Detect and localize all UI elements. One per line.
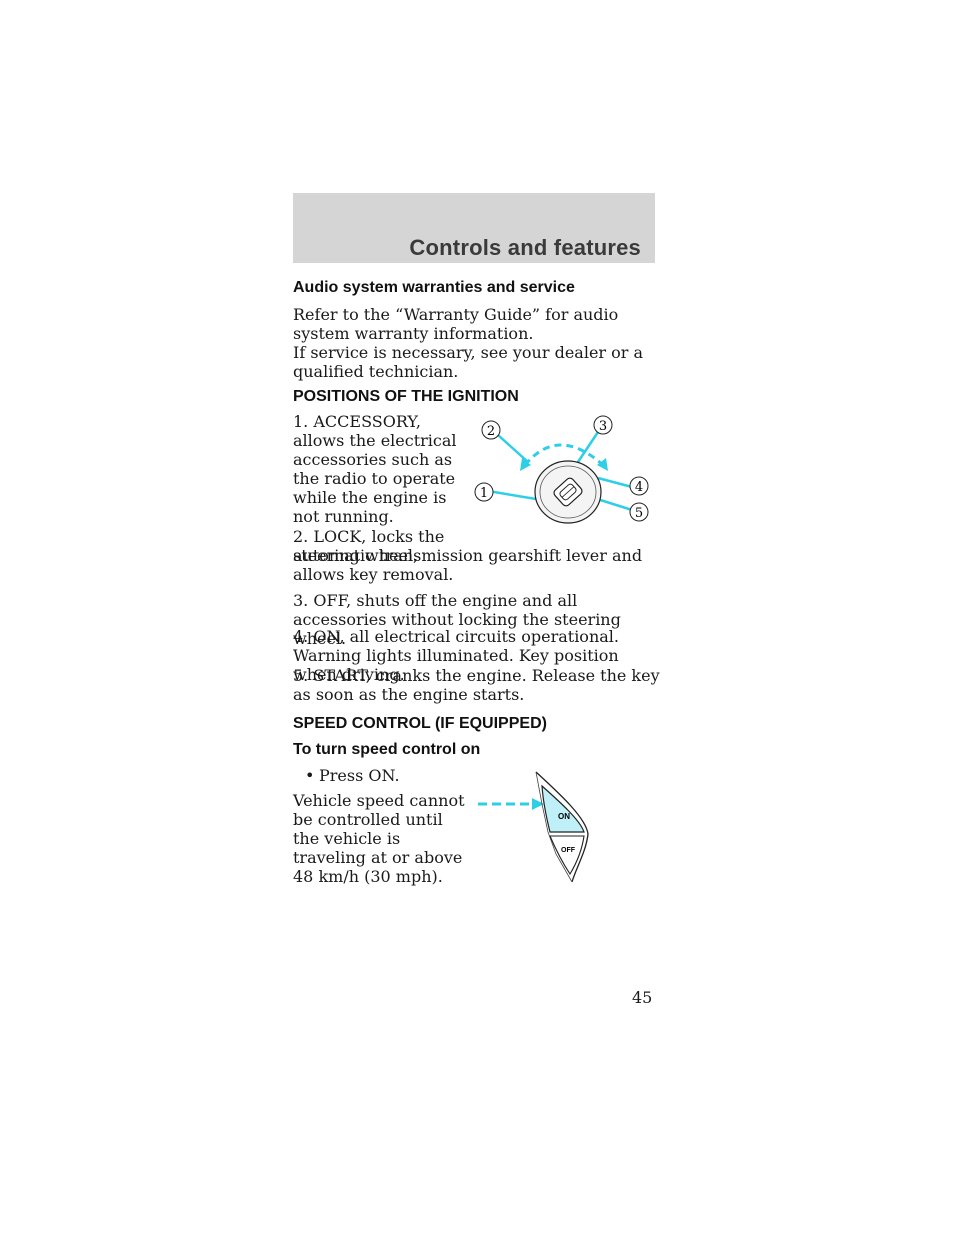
bullet-dot: • <box>305 766 315 785</box>
switch-housing-inner <box>535 771 573 883</box>
section-title: Controls and features <box>409 235 641 260</box>
callout-3: 3 <box>593 415 613 435</box>
svg-text:3: 3 <box>599 419 607 434</box>
callout-line-3 <box>576 431 600 463</box>
svg-text:4: 4 <box>635 480 643 495</box>
callout-1: 1 <box>474 482 494 502</box>
off-button[interactable] <box>549 835 585 876</box>
rotation-arc <box>523 443 604 467</box>
ignition-switch-diagram: 2 3 1 4 5 <box>474 415 649 524</box>
audio-heading: Audio system warranties and service <box>293 279 575 296</box>
pointer-arrow <box>532 798 544 810</box>
audio-paragraph-1: Refer to the “Warranty Guide” for audio … <box>293 305 619 343</box>
ignition-item-3: 3. OFF, shuts off the engine and all acc… <box>293 591 621 648</box>
svg-text:2: 2 <box>487 424 495 439</box>
on-button[interactable] <box>541 784 585 833</box>
bullet-item: •Press ON. <box>305 766 400 785</box>
callout-line-2 <box>497 434 529 463</box>
callout-line-1 <box>487 489 543 502</box>
ignition-item-2-continued: automatic transmission gearshift lever a… <box>293 546 643 584</box>
arc-arrow-right <box>597 458 608 471</box>
callout-line-4 <box>597 476 633 489</box>
off-button-label: OFF <box>561 847 576 854</box>
section-header-band: Controls and features <box>293 193 655 263</box>
svg-text:1: 1 <box>480 486 488 501</box>
callout-2: 2 <box>481 420 501 440</box>
speed-control-subheading: To turn speed control on <box>293 741 481 758</box>
callout-5: 5 <box>629 502 649 522</box>
bullet-text: Press ON. <box>319 766 400 785</box>
speed-control-heading: SPEED CONTROL (IF EQUIPPED) <box>293 715 547 732</box>
ignition-item-1: 1. ACCESSORY, allows the electrical acce… <box>293 412 457 526</box>
callout-4: 4 <box>629 476 649 496</box>
svg-text:5: 5 <box>635 506 643 521</box>
arc-arrow-left <box>520 458 531 471</box>
speed-control-paragraph: Vehicle speed cannot be controlled until… <box>293 791 465 886</box>
ignition-heading: POSITIONS OF THE IGNITION <box>293 388 519 405</box>
switch-inner-ring <box>539 465 597 519</box>
ignition-item-5: 5. START, cranks the engine. Release the… <box>293 666 660 704</box>
on-button-label: ON <box>558 812 570 821</box>
ignition-item-4: 4. ON, all electrical circuits operation… <box>293 627 619 684</box>
audio-paragraph-2: If service is necessary, see your dealer… <box>293 343 644 381</box>
switch-housing-edge <box>535 771 589 883</box>
page-number: 45 <box>632 988 653 1007</box>
speed-control-switch-diagram: ON OFF <box>478 771 589 883</box>
ignition-item-2: 2. LOCK, locks the steering wheel, <box>293 527 445 565</box>
key-slot <box>553 477 583 507</box>
